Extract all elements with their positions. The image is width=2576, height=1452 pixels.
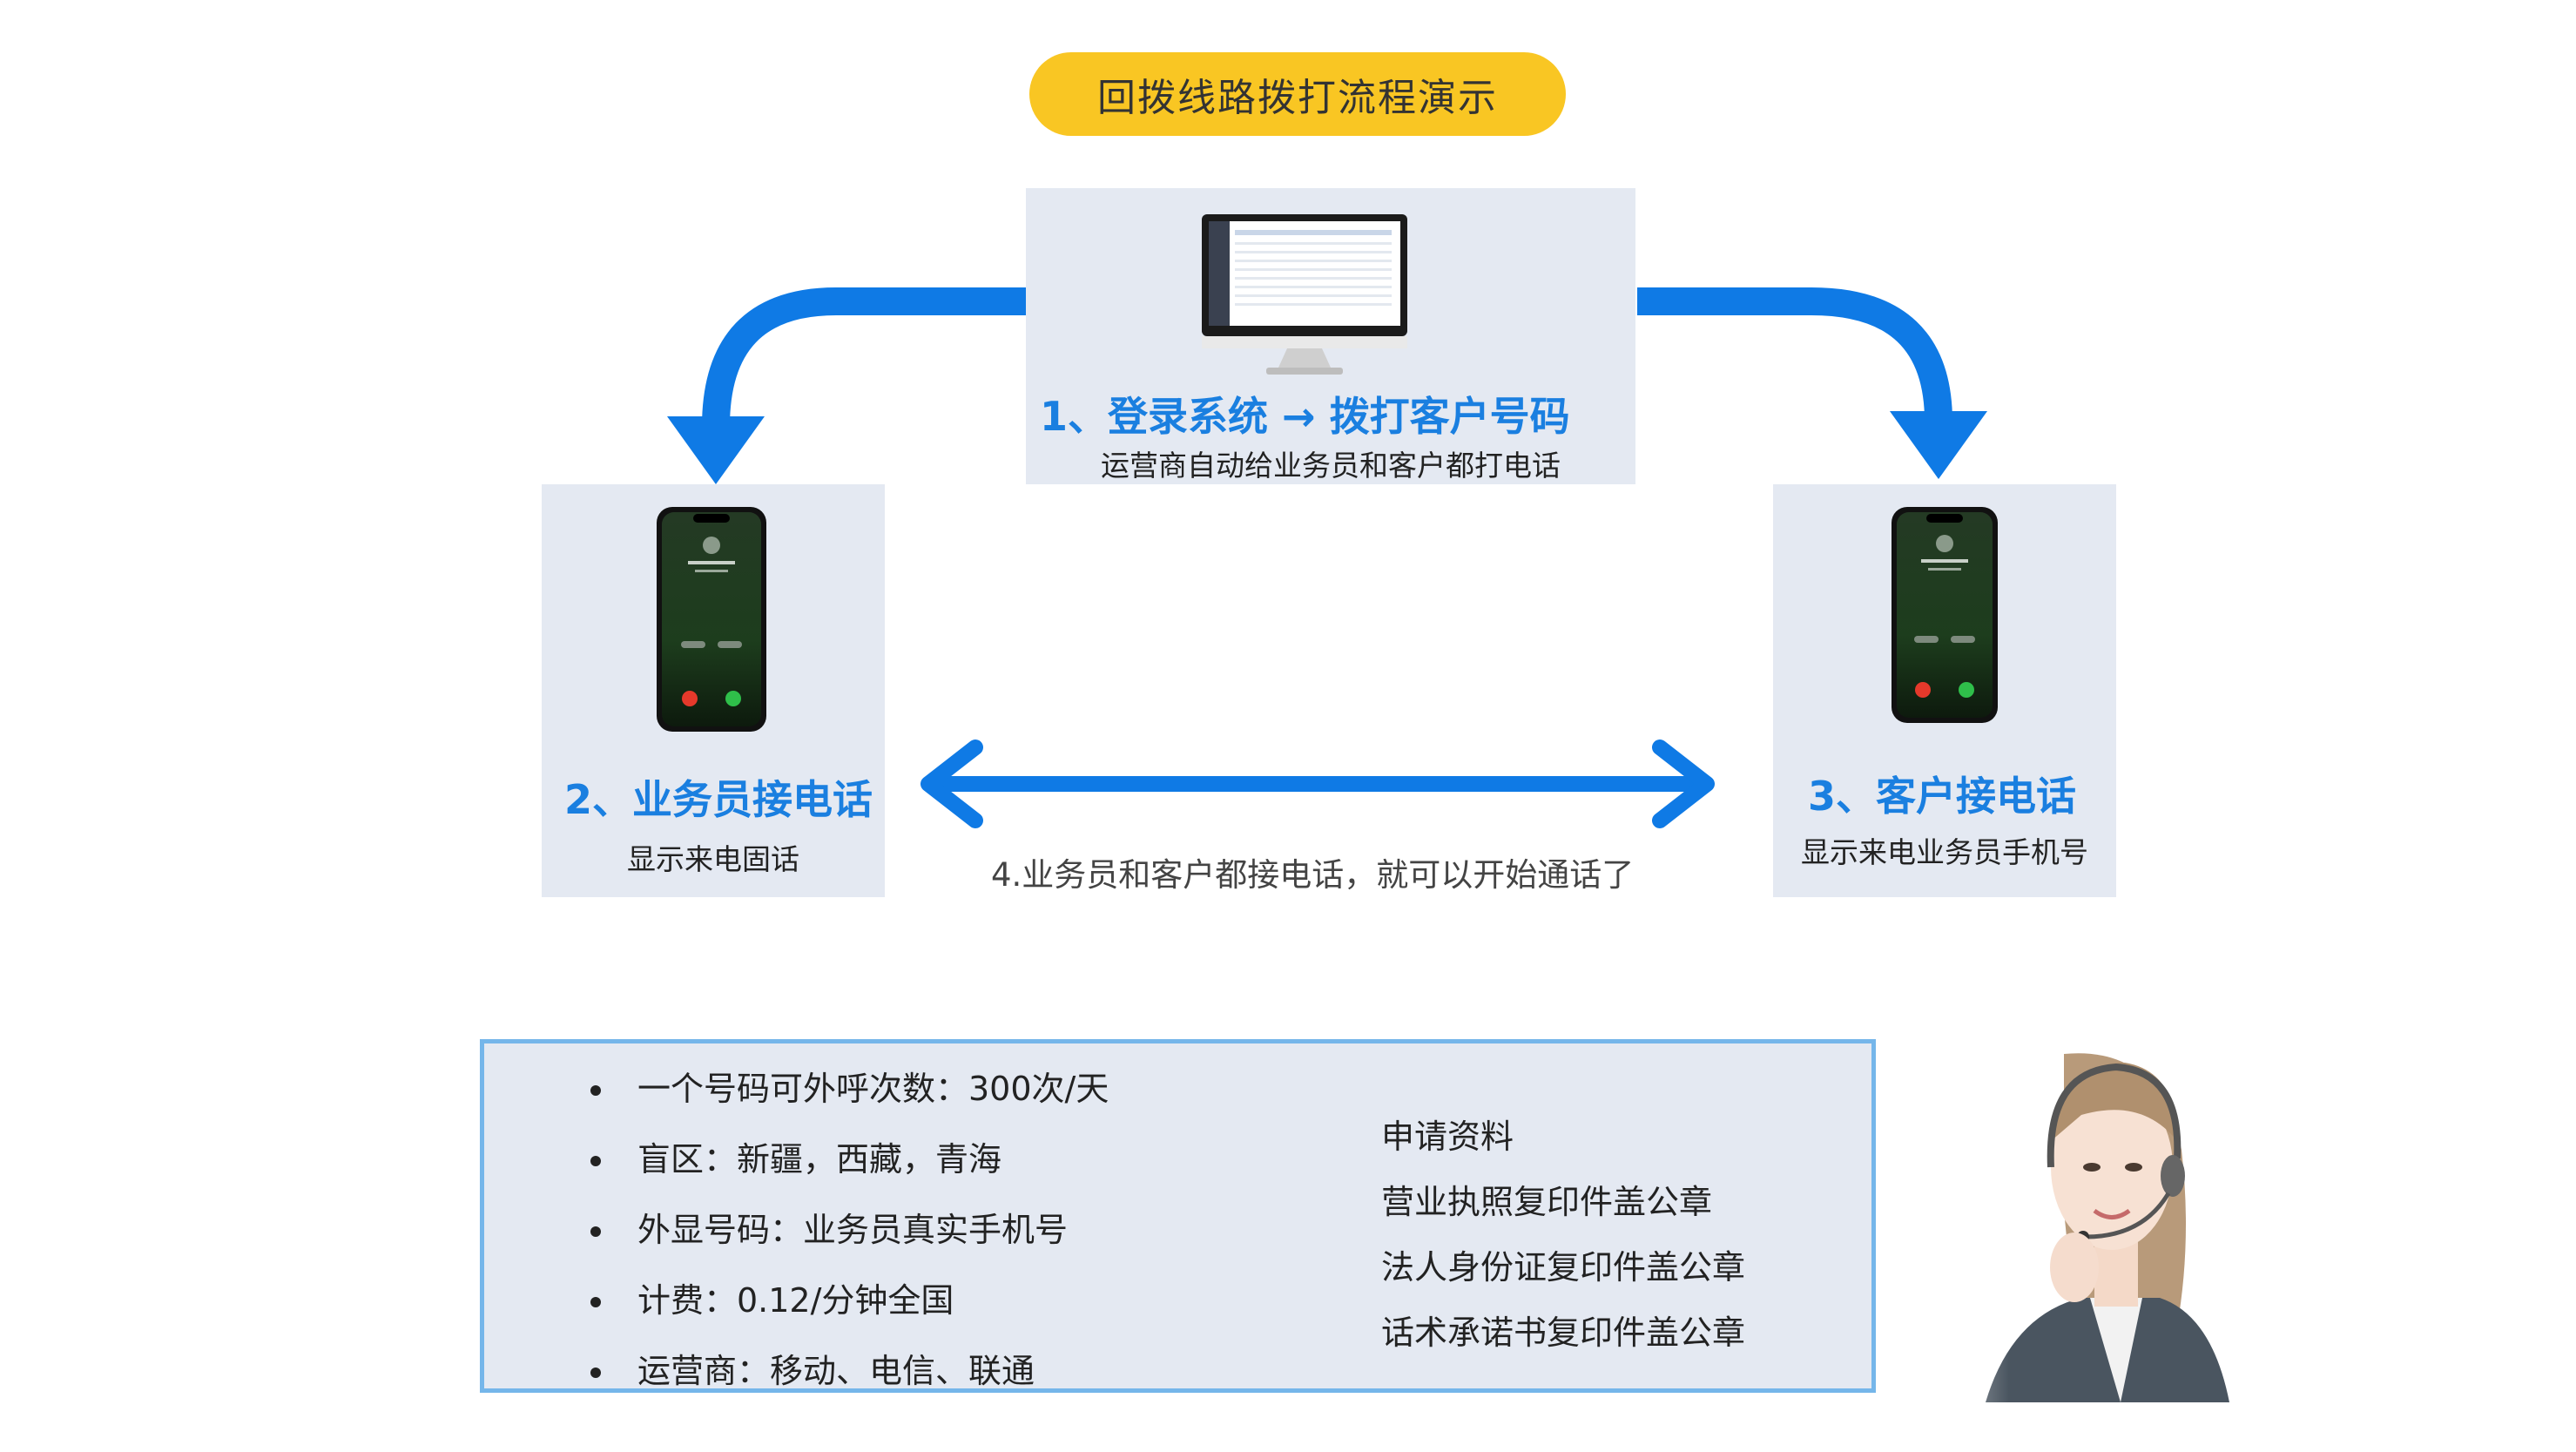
smartphone-icon — [1892, 507, 1998, 723]
step3-panel: 3、客户接电话 显示来电业务员手机号 — [1773, 484, 2116, 897]
headset-agent-image — [1881, 1037, 2247, 1402]
computer-monitor-icon — [1202, 214, 1407, 375]
right-arrowhead — [1890, 411, 1987, 479]
list-item: 运营商：移动、电信、联通 — [590, 1336, 1109, 1407]
right-curved-arrow — [1637, 287, 1952, 422]
step3-subtitle: 显示来电业务员手机号 — [1801, 835, 2088, 869]
list-item: 话术承诺书复印件盖公章 — [1381, 1314, 1746, 1352]
page-title: 回拨线路拨打流程演示 — [1029, 52, 1566, 136]
document-list: 申请资料 营业执照复印件盖公章 法人身份证复印件盖公章 话术承诺书复印件盖公章 — [1381, 1104, 1745, 1366]
feature-list: 一个号码可外呼次数：300次/天 盲区：新疆，西藏，青海 外显号码：业务员真实手… — [590, 1054, 1109, 1407]
smartphone-icon — [657, 507, 766, 732]
step1-title: 1、登录系统 → 拨打客户号码 — [1040, 393, 1570, 440]
step2-title: 2、业务员接电话 — [564, 776, 873, 823]
step1-panel: 1、登录系统 → 拨打客户号码 运营商自动给业务员和客户都打电话 — [1026, 188, 1635, 484]
page-title-text: 回拨线路拨打流程演示 — [1097, 76, 1498, 120]
list-item: 一个号码可外呼次数：300次/天 — [590, 1054, 1109, 1124]
double-arrow-icon — [920, 740, 1715, 828]
step3-title: 3、客户接电话 — [1808, 773, 2077, 820]
documents-heading: 申请资料 — [1381, 1118, 1514, 1156]
step4-text: 4.业务员和客户都接电话，就可以开始通话了 — [991, 856, 1635, 894]
list-item: 计费：0.12/分钟全国 — [590, 1266, 1109, 1336]
list-item: 营业执照复印件盖公章 — [1381, 1183, 1713, 1221]
info-box: 一个号码可外呼次数：300次/天 盲区：新疆，西藏，青海 外显号码：业务员真实手… — [480, 1039, 1876, 1393]
left-curved-arrow — [702, 287, 1026, 428]
step1-subtitle: 运营商自动给业务员和客户都打电话 — [1101, 449, 1561, 483]
left-arrowhead — [667, 416, 765, 484]
list-item: 法人身份证复印件盖公章 — [1381, 1248, 1746, 1287]
list-item: 外显号码：业务员真实手机号 — [590, 1195, 1109, 1266]
step2-subtitle: 显示来电固话 — [627, 842, 799, 876]
step2-panel: 2、业务员接电话 显示来电固话 — [542, 484, 885, 897]
list-item: 盲区：新疆，西藏，青海 — [590, 1124, 1109, 1195]
